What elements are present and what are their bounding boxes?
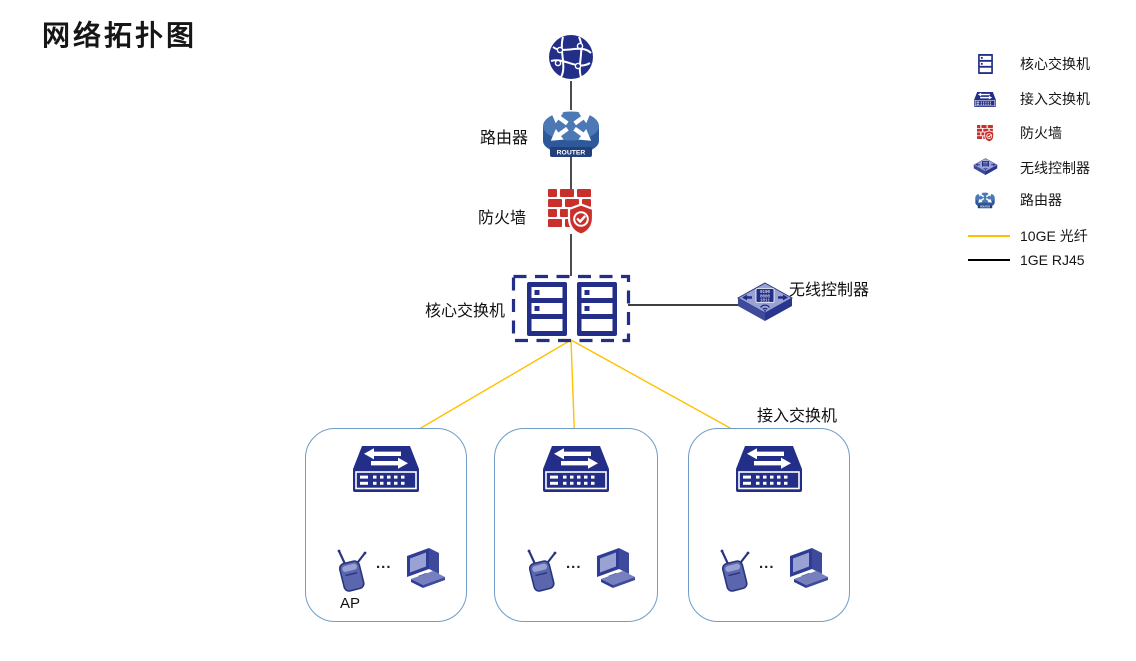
wireless-controller-label: 无线控制器 — [789, 282, 870, 299]
ap-icon — [526, 548, 558, 593]
access-switch-label: 接入交换机 — [757, 408, 838, 425]
access-group-2: ... — [494, 428, 658, 622]
ellipsis: ... — [759, 555, 775, 572]
firewall-icon — [968, 124, 1002, 142]
legend-item-10ge-fiber: 10GE 光纤 — [968, 219, 1088, 253]
legend-item-router: 路由器 — [968, 183, 1062, 217]
legend-label: 1GE RJ45 — [1020, 252, 1085, 268]
access-switch-icon — [736, 446, 802, 492]
legend-label: 接入交换机 — [1020, 91, 1090, 107]
router-icon — [968, 191, 1002, 209]
page-title: 网络拓扑图 — [42, 20, 198, 51]
legend-item-firewall: 防火墙 — [968, 116, 1062, 150]
firewall-icon — [548, 189, 594, 235]
core-switch-label: 核心交换机 — [425, 303, 506, 320]
ap-label: AP — [340, 595, 361, 612]
pc-icon — [790, 548, 828, 588]
legend-item-access-switch: 接入交换机 — [968, 82, 1090, 116]
legend-label: 防火墙 — [1020, 125, 1062, 141]
legend-item-1ge-rj45: 1GE RJ45 — [968, 243, 1085, 277]
legend-item-core-switch: 核心交换机 — [968, 47, 1090, 81]
access-switch-icon — [968, 91, 1002, 107]
legend-label: 无线控制器 — [1020, 160, 1090, 176]
access-switch-icon — [353, 446, 419, 492]
wireless-controller-icon — [737, 282, 793, 322]
router-icon — [543, 107, 599, 157]
legend-label: 10GE 光纤 — [1020, 228, 1088, 244]
core-switch-icon — [577, 282, 617, 336]
rj45-line-swatch — [968, 259, 1010, 261]
pc-icon — [597, 548, 635, 588]
core-switch-icon — [968, 54, 1002, 74]
legend-label: 核心交换机 — [1020, 56, 1090, 72]
access-group-1: ... AP — [305, 428, 467, 622]
access-group-3: ... — [688, 428, 850, 622]
router-label: 路由器 — [480, 130, 529, 147]
ellipsis: ... — [376, 555, 392, 572]
fiber-line-swatch — [968, 235, 1010, 237]
ap-icon — [336, 548, 368, 593]
pc-icon — [407, 548, 445, 588]
legend-label: 路由器 — [1020, 192, 1062, 208]
firewall-label: 防火墙 — [478, 210, 527, 227]
legend-item-wireless-controller: 无线控制器 — [968, 151, 1090, 185]
core-switch-dashed-box — [511, 274, 631, 343]
ellipsis: ... — [566, 555, 582, 572]
ap-icon — [719, 548, 751, 593]
access-switch-icon — [543, 446, 609, 492]
internet-globe-icon — [548, 34, 594, 80]
core-switch-icon — [527, 282, 567, 336]
wireless-controller-icon — [968, 158, 1002, 178]
